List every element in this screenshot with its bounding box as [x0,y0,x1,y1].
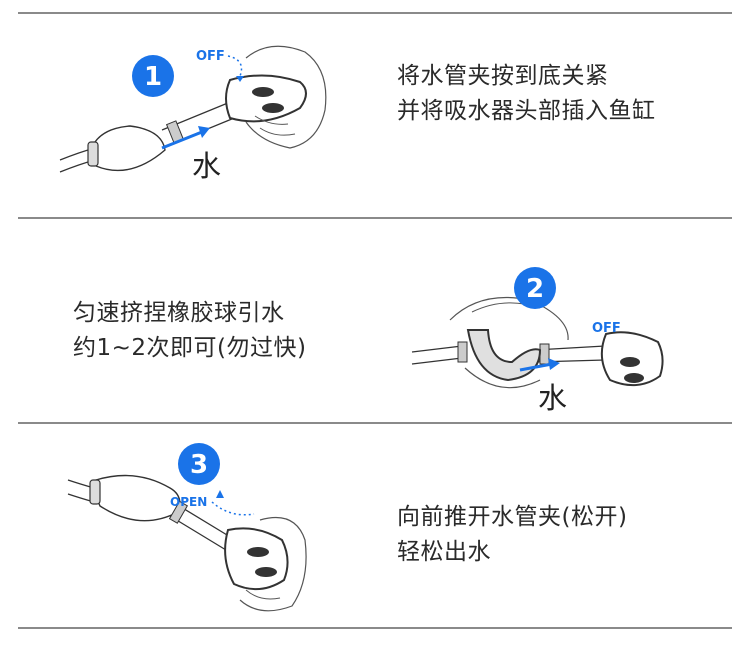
svg-text:2: 2 [526,274,544,304]
divider-1 [18,217,732,219]
rubber-bulb-icon [87,125,166,172]
rubber-bulb-icon [466,329,542,382]
step-3-text: 向前推开水管夹(松开) 轻松出水 [397,500,627,570]
divider-bottom [18,627,732,629]
step-2-badge: 2 [514,267,556,309]
hand-icon [239,516,307,612]
open-tag: OPEN [170,495,207,509]
step-3-line-2: 轻松出水 [397,539,491,565]
step-3-illustration: 3 OPEN [67,443,307,612]
svg-text:1: 1 [144,62,162,92]
step-1-line-2: 并将吸水器头部插入鱼缸 [397,98,656,124]
divider-top [18,12,732,14]
step-1-badge: 1 [132,55,174,97]
tube-clip-icon [224,527,289,591]
water-flow-arrow-icon [519,358,560,372]
divider-2 [18,422,732,424]
step-2-illustration: 2 OFF 水 [411,267,664,415]
step-2-line-2: 约1~2次即可(勿过快) [73,335,307,361]
rubber-bulb-icon [89,474,181,522]
tube-clip-icon [600,331,664,387]
step-3-line-1: 向前推开水管夹(松开) [397,504,628,530]
water-label: 水 [538,381,567,415]
tube-clip-icon [225,74,307,123]
step-2-text: 匀速挤捏橡胶球引水 约1~2次即可(勿过快) [73,296,306,366]
svg-text:3: 3 [190,450,208,480]
hand-icon [245,45,327,149]
step-1-line-1: 将水管夹按到底关紧 [397,63,609,89]
water-flow-arrow-icon [161,126,210,150]
step-2-line-1: 匀速挤捏橡胶球引水 [73,300,285,326]
step-3-badge: 3 [178,443,220,485]
off-tag: OFF [196,49,225,64]
off-tag: OFF [592,321,621,336]
step-1-text: 将水管夹按到底关紧 并将吸水器头部插入鱼缸 [397,59,656,129]
step-1-illustration: 1 OFF 水 [59,45,327,183]
water-label: 水 [192,149,221,183]
